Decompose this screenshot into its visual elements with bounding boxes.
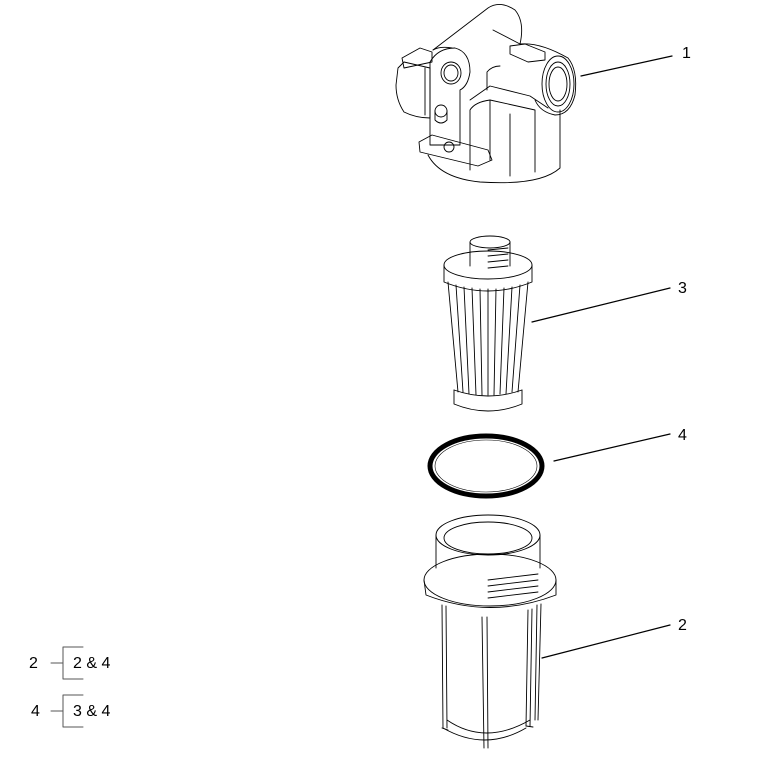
- legend-item-2: 4: [31, 703, 40, 720]
- filter-head-part: [395, 4, 577, 184]
- o-ring-part: [427, 433, 545, 499]
- callout-3: 3: [678, 280, 687, 297]
- legend-includes-2: 3 & 4: [73, 703, 111, 720]
- callout-2: 2: [678, 617, 687, 634]
- legend-item-1: 2: [29, 655, 38, 672]
- legend-brackets: [50, 646, 84, 728]
- leader-line-1: [580, 55, 673, 77]
- leader-line-3: [531, 287, 671, 323]
- callout-1: 1: [682, 45, 691, 62]
- filter-bowl-part: [423, 514, 557, 749]
- leader-lines: [531, 55, 673, 659]
- callout-4: 4: [678, 427, 687, 444]
- leader-line-4: [553, 433, 671, 462]
- legend-includes-1: 2 & 4: [73, 655, 111, 672]
- filter-element-part: [443, 235, 533, 412]
- leader-line-2: [541, 624, 671, 659]
